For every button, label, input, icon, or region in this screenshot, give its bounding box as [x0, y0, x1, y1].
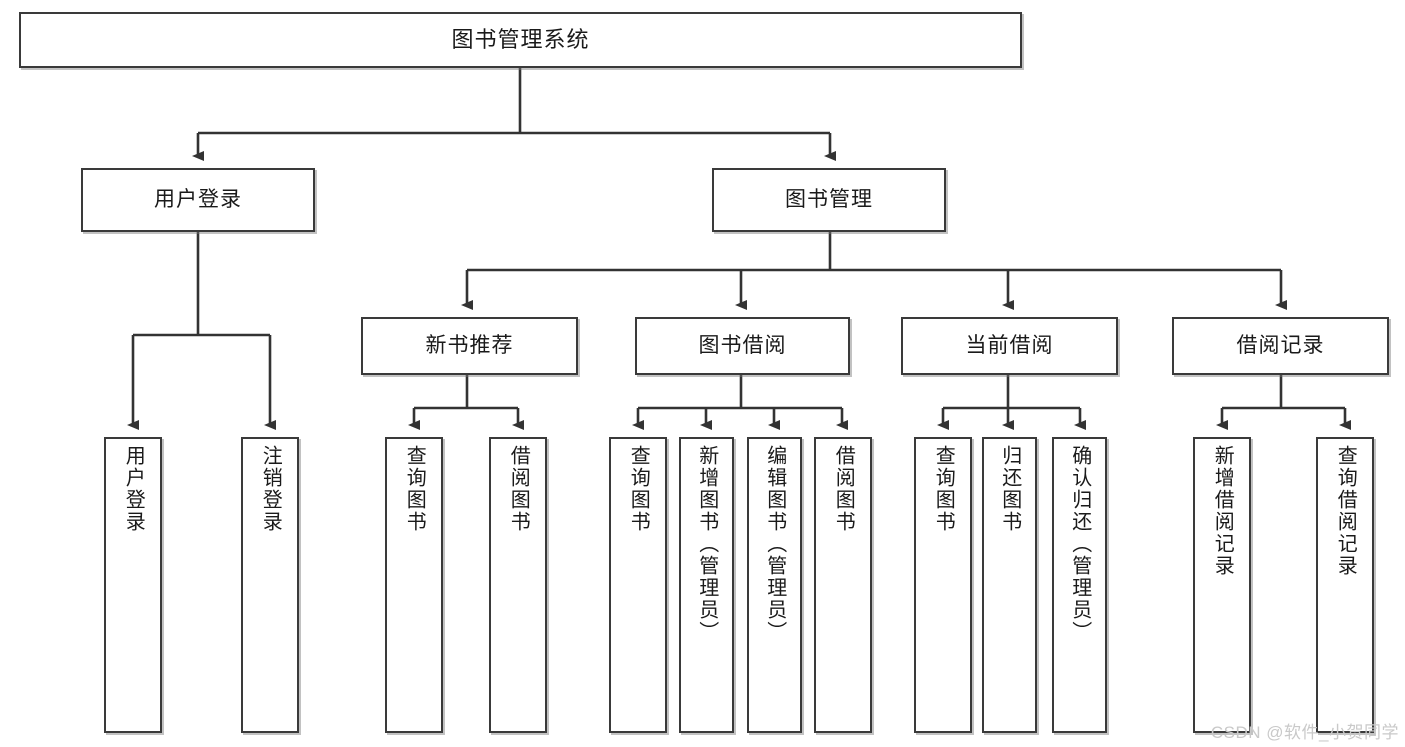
leaf-user-logout[interactable]: 注销登录 [241, 437, 299, 733]
leaf-current-confirm-return[interactable]: 确认归还（管理员） [1052, 437, 1107, 733]
leaf-borrow-lend-book[interactable]: 借阅图书 [814, 437, 872, 733]
watermark-text: CSDN @软件_小贺同学 [1210, 723, 1399, 742]
node-label: 用户登录 [154, 188, 242, 212]
node-label: 图书借阅 [698, 334, 787, 358]
leaf-label: 新增借阅记录 [1211, 445, 1234, 577]
leaf-label: 查询借阅记录 [1334, 445, 1357, 577]
node-user-login[interactable]: 用户登录 [81, 168, 315, 232]
leaf-label: 查询图书 [403, 445, 426, 533]
node-label: 图书管理 [785, 188, 873, 212]
node-book-borrow[interactable]: 图书借阅 [635, 317, 850, 375]
leaf-new-book-query[interactable]: 查询图书 [385, 437, 443, 733]
leaf-record-add[interactable]: 新增借阅记录 [1193, 437, 1251, 733]
leaf-new-book-borrow[interactable]: 借阅图书 [489, 437, 547, 733]
leaf-current-return-book[interactable]: 归还图书 [982, 437, 1037, 733]
node-label: 当前借阅 [965, 334, 1054, 358]
leaf-label: 新增图书（管理员） [695, 445, 718, 643]
node-root-system[interactable]: 图书管理系统 [19, 12, 1022, 68]
leaf-current-query-book[interactable]: 查询图书 [914, 437, 972, 733]
node-label: 新书推荐 [425, 334, 514, 358]
node-current-borrow[interactable]: 当前借阅 [901, 317, 1118, 375]
node-label: 图书管理系统 [451, 26, 590, 52]
leaf-label: 查询图书 [627, 445, 650, 533]
leaf-label: 用户登录 [122, 445, 145, 533]
leaf-label: 编辑图书（管理员） [763, 445, 786, 643]
node-book-management[interactable]: 图书管理 [712, 168, 946, 232]
node-new-book-recommend[interactable]: 新书推荐 [361, 317, 578, 375]
leaf-borrow-query-book[interactable]: 查询图书 [609, 437, 667, 733]
leaf-user-login[interactable]: 用户登录 [104, 437, 162, 733]
leaf-label: 借阅图书 [507, 445, 530, 533]
leaf-record-query[interactable]: 查询借阅记录 [1316, 437, 1374, 733]
leaf-label: 注销登录 [259, 445, 282, 533]
node-label: 借阅记录 [1236, 334, 1325, 358]
leaf-borrow-add-book[interactable]: 新增图书（管理员） [679, 437, 734, 733]
leaf-label: 归还图书 [998, 445, 1021, 533]
leaf-label: 查询图书 [932, 445, 955, 533]
leaf-borrow-edit-book[interactable]: 编辑图书（管理员） [747, 437, 802, 733]
leaf-label: 确认归还（管理员） [1068, 445, 1091, 643]
leaf-label: 借阅图书 [832, 445, 855, 533]
node-borrow-record[interactable]: 借阅记录 [1172, 317, 1389, 375]
